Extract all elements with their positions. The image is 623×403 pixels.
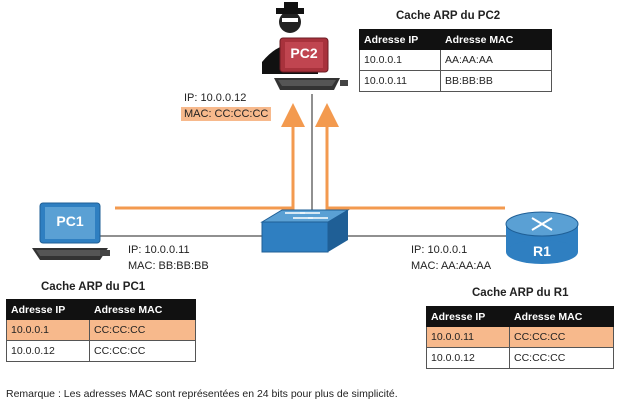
- pc2-mac: MAC: CC:CC:CC: [181, 107, 272, 121]
- column-header: Adresse MAC: [440, 29, 552, 50]
- table-cell: 10.0.0.11: [359, 70, 441, 92]
- table-row: 10.0.0.11 BB:BB:BB: [359, 70, 552, 92]
- table-cell: 10.0.0.12: [426, 347, 510, 369]
- table-row: 10.0.0.11 CC:CC:CC: [426, 326, 614, 348]
- r1-arp-title: Cache ARP du R1: [472, 287, 569, 299]
- pc2-label: PC2: [290, 45, 318, 61]
- table-cell: 10.0.0.11: [426, 326, 510, 348]
- arrow-from-r1: [315, 103, 505, 210]
- pc1-label: PC1: [56, 213, 84, 229]
- pc1-arp-title: Cache ARP du PC1: [41, 281, 146, 293]
- column-header: Adresse IP: [359, 29, 441, 50]
- pc2-arp-title: Cache ARP du PC2: [396, 10, 501, 22]
- arrow-from-pc1: [115, 103, 305, 210]
- pc2-arp-table: Adresse IP Adresse MAC 10.0.0.1 AA:AA:AA…: [359, 29, 552, 92]
- network-links: [100, 94, 510, 237]
- pc1-mac: MAC: BB:BB:BB: [128, 260, 209, 272]
- table-cell: CC:CC:CC: [89, 340, 196, 362]
- table-row: 10.0.0.1 CC:CC:CC: [6, 319, 196, 341]
- table-header-row: Adresse IP Adresse MAC: [359, 29, 552, 50]
- pc1-arp-table: Adresse IP Adresse MAC 10.0.0.1 CC:CC:CC…: [6, 299, 196, 362]
- table-cell: BB:BB:BB: [440, 70, 552, 92]
- table-row: 10.0.0.1 AA:AA:AA: [359, 49, 552, 71]
- column-header: Adresse IP: [426, 306, 510, 327]
- pc2-attacker-icon: [262, 2, 348, 90]
- pc1-ip: IP: 10.0.0.11: [128, 244, 190, 256]
- column-header: Adresse IP: [6, 299, 90, 320]
- pc1-computer-icon: [32, 202, 110, 260]
- table-cell: CC:CC:CC: [509, 347, 614, 369]
- r1-arp-table: Adresse IP Adresse MAC 10.0.0.11 CC:CC:C…: [426, 306, 614, 369]
- r1-ip: IP: 10.0.0.1: [411, 244, 468, 256]
- table-cell: 10.0.0.12: [6, 340, 90, 362]
- table-cell: 10.0.0.1: [359, 49, 441, 71]
- switch-icon: [260, 209, 350, 253]
- r1-label: R1: [533, 243, 551, 259]
- column-header: Adresse MAC: [89, 299, 196, 320]
- column-header: Adresse MAC: [509, 306, 614, 327]
- table-header-row: Adresse IP Adresse MAC: [426, 306, 614, 327]
- r1-mac: MAC: AA:AA:AA: [411, 260, 492, 272]
- table-cell: CC:CC:CC: [509, 326, 614, 348]
- table-cell: CC:CC:CC: [89, 319, 196, 341]
- pc2-ip: IP: 10.0.0.12: [184, 92, 247, 104]
- router-icon: [505, 211, 579, 264]
- table-row: 10.0.0.12 CC:CC:CC: [6, 340, 196, 362]
- table-cell: AA:AA:AA: [440, 49, 552, 71]
- footnote: Remarque : Les adresses MAC sont représe…: [6, 388, 398, 400]
- table-cell: 10.0.0.1: [6, 319, 90, 341]
- spoof-arrows: [115, 103, 505, 210]
- table-header-row: Adresse IP Adresse MAC: [6, 299, 196, 320]
- table-row: 10.0.0.12 CC:CC:CC: [426, 347, 614, 369]
